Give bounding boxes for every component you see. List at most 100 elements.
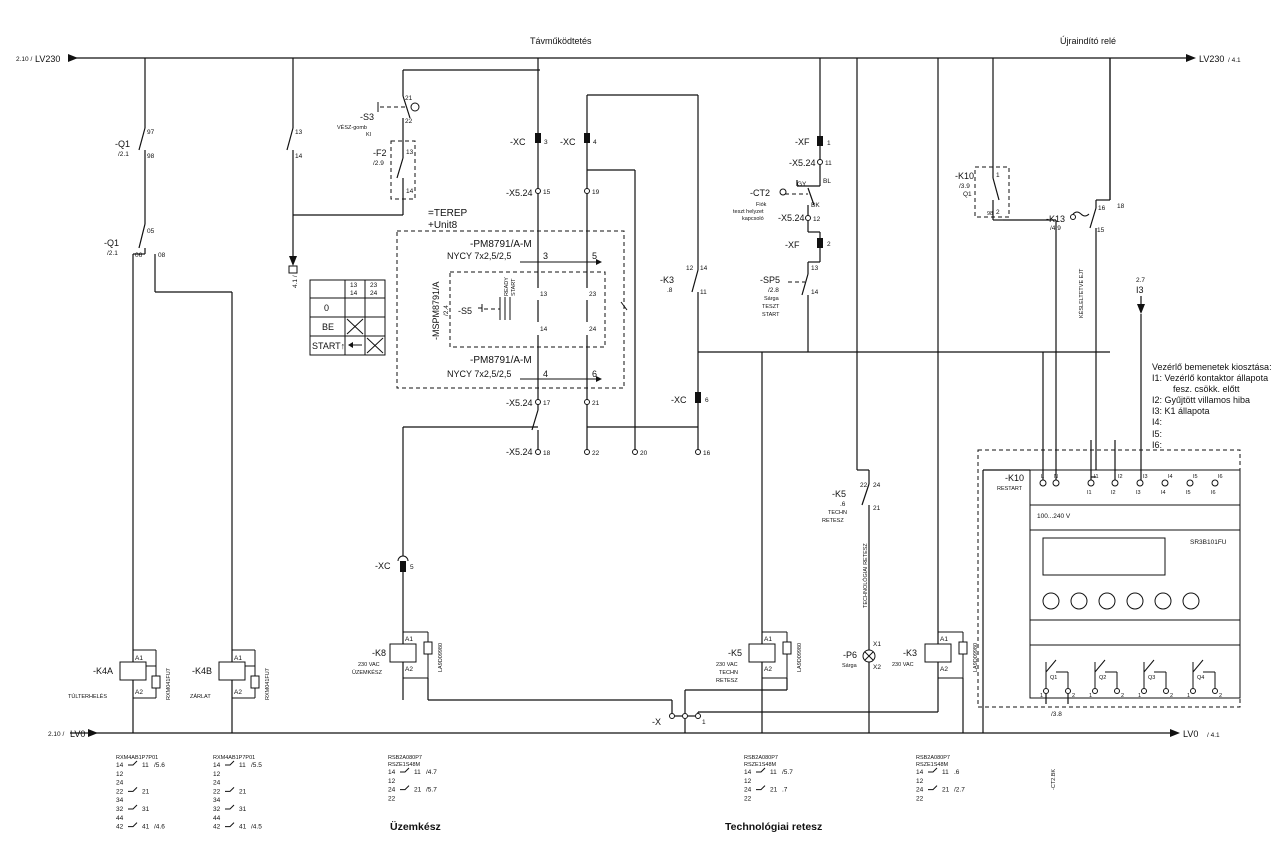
relay-button-6 <box>1182 592 1200 610</box>
x524-t11: 11 <box>825 160 832 167</box>
inputs-i5: I5: <box>1152 429 1162 439</box>
ct2-bk-ref: -CT2.BK <box>1051 769 1057 790</box>
relay-out-q2: Q2 <box>1099 675 1106 681</box>
column-xc4: -XC 4 19 21 22 20 <box>560 94 698 457</box>
branch-ref: 4.1 / <box>292 275 299 288</box>
k3-name: -K3 <box>903 648 917 658</box>
sp5-t14: 14 <box>811 289 819 296</box>
k10c-name: -K10 <box>955 171 974 181</box>
inputs-i1a: I1: Vezérlő kontaktor állapota <box>1152 373 1268 383</box>
k5c-desc2: RETESZ <box>822 518 844 524</box>
p6-x2: X2 <box>873 664 881 671</box>
mspm-t13: 13 <box>540 291 548 298</box>
top-rail-left-ref: 2.10 / <box>16 56 32 63</box>
sp5-name: -SP5 <box>760 275 780 285</box>
ct-k8-row-2-symbol <box>400 785 410 791</box>
k5-a1: A1 <box>764 636 772 643</box>
ct-k8-row-2-a: 24 <box>388 787 396 794</box>
relay-out-q4-b: 2 <box>1219 693 1222 699</box>
ct-k3-row-3-a: 22 <box>916 795 924 802</box>
k5-desc1: 230 VAC <box>716 662 738 668</box>
relay-ref: /3.8 <box>1051 711 1062 718</box>
ct-k8-row-3-a: 22 <box>388 795 396 802</box>
k4a-desc: TÚLTERHELÉS <box>68 693 107 700</box>
caption-uzemkesz: Üzemkész <box>390 820 441 833</box>
terep-line1: =TEREP <box>428 208 468 219</box>
k4a-a1: A1 <box>135 655 143 662</box>
x524-t21: 21 <box>592 400 600 407</box>
inputs-i1b: fesz. csökk. előtt <box>1173 384 1240 394</box>
f2-contact: 13 14 -F2 /2.9 <box>373 140 416 215</box>
switch-h2b: 24 <box>370 290 378 297</box>
mspm-t14: 14 <box>540 326 548 333</box>
k13-t16: 16 <box>1098 205 1106 212</box>
relay-top-i6: I6 <box>1218 474 1223 480</box>
s3-emergency: 21 22 -S3 VÉSZ-gomb KI <box>337 69 540 140</box>
cable-c4: 4 <box>543 369 548 379</box>
ct-k4b-head: RXM4AB1P7P01 <box>213 755 255 761</box>
ct-k3-row-2-c: /2.7 <box>954 787 965 794</box>
switch-table: 13 14 23 24 0 BE START↑ <box>309 279 386 356</box>
bottom-rail-right-label: LV0 <box>1183 729 1198 739</box>
k8-side: LA9D09980 <box>438 643 444 672</box>
relay-top-terminals: L N I1 I2 I3 I4 I5 I6 I1 I2 I3 I4 I5 I6 <box>1039 474 1223 496</box>
k13-vertical: KÉSLELTETVE EJT <box>1078 268 1085 318</box>
ct-k8-head2: RSZE1S48M <box>388 762 421 768</box>
cable-c3: 3 <box>543 251 548 261</box>
ct-k3-row-0-b: 11 <box>942 769 949 776</box>
ct-k4a-row-7-b: 41 <box>142 824 150 831</box>
ct-k3-row-2-a: 24 <box>916 787 924 794</box>
q1-mid-name: -Q1 <box>104 238 119 248</box>
inputs-title: Vezérlő bemenetek kiosztása: <box>1152 362 1272 372</box>
ct-k4b-row-4-a: 34 <box>213 797 221 804</box>
q1-t08: 08 <box>158 252 166 259</box>
k3c-ref: .8 <box>667 287 673 294</box>
s3-desc1: VÉSZ-gomb <box>337 124 367 131</box>
relay-button-2 <box>1070 592 1088 610</box>
s5-name: -S5 <box>458 306 472 316</box>
ct-k4a-row-7-c: /4.6 <box>154 824 165 831</box>
ct-k4a-row-2-a: 24 <box>116 780 124 787</box>
ct-k8-head1: RSB2A080P7 <box>388 755 422 761</box>
k5c-t24: 24 <box>873 482 881 489</box>
f2-t14: 14 <box>406 188 414 195</box>
ct-k4a-row-1-a: 12 <box>116 771 124 778</box>
ct-k8-row-0-b: 11 <box>414 769 421 776</box>
relay-low-i4: I4 <box>1161 490 1166 496</box>
section-remote-title: Távműködtetés <box>530 36 592 46</box>
ct-k4b-row-0-symbol <box>225 760 235 766</box>
ct-k5-row-0-symbol <box>756 767 766 773</box>
x-name: -X <box>652 717 661 727</box>
k13-name: -K13 <box>1046 214 1065 224</box>
column-xc3: -XC 3 -X5.24 15 -X5.24 17 -X5.24 18 <box>506 58 551 457</box>
relay-outputs: Q1 Q2 Q3 Q4 1 2 <box>1040 659 1222 699</box>
k13-t18: 18 <box>1117 203 1125 210</box>
relay-out-q1-b: 2 <box>1072 693 1075 699</box>
relay-out-q3: Q3 <box>1148 675 1155 681</box>
ct-k4b-row-3-b: 21 <box>239 788 247 795</box>
xc4-name: -XC <box>560 137 576 147</box>
cable-top-type: NYCY 7x2,5/2,5 <box>447 251 511 261</box>
ct-k4b-row-3-a: 22 <box>213 788 221 795</box>
bottom-rail-right-ref: / 4.1 <box>1207 732 1220 739</box>
ct2-desc1: Fiók <box>756 202 767 208</box>
xc-t5: 5 <box>410 564 414 571</box>
ct-k4a-row-5-symbol <box>128 804 138 810</box>
column-k8: -XC 5 A1 A2 -K8 230 VAC ÜZEMKÉSZ LA9D099… <box>352 426 672 701</box>
k5-desc2: TECHN <box>719 670 738 676</box>
k5-a2: A2 <box>764 666 772 673</box>
k8-name: -K8 <box>372 648 386 658</box>
ct-k8-row-2-b: 21 <box>414 787 422 794</box>
bottom-rail-left-ref: 2.10 / <box>48 731 64 738</box>
ct-k4b-row-7-symbol <box>225 822 235 828</box>
top-rail-right-ref: / 4.1 <box>1228 57 1241 64</box>
ct-k4a-row-3-a: 22 <box>116 788 124 795</box>
ct-k3-row-2-b: 21 <box>942 787 950 794</box>
f2-name: -F2 <box>373 148 387 158</box>
switch-h2a: 23 <box>370 282 378 289</box>
mspm-t24: 24 <box>589 326 597 333</box>
